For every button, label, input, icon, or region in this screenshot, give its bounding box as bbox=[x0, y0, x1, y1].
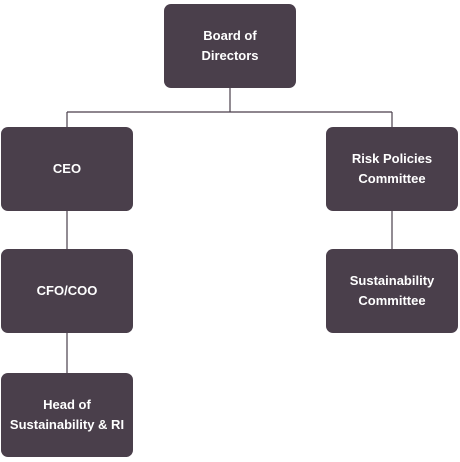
head-of-sustainability-node: Head of Sustainability & RI bbox=[1, 373, 133, 457]
board-of-directors-label: Board of Directors bbox=[201, 28, 259, 63]
head-of-sustainability-label: Head of Sustainability & RI bbox=[9, 397, 125, 432]
risk-policies-committee-node: Risk Policies Committee bbox=[326, 127, 458, 211]
risk-policies-committee-label: Risk Policies Committee bbox=[351, 151, 433, 186]
cfo-coo-label: CFO/COO bbox=[36, 283, 98, 298]
ceo-node: CEO bbox=[1, 127, 133, 211]
sustainability-committee-label: Sustainability Committee bbox=[349, 273, 435, 308]
cfo-coo-node: CFO/COO bbox=[1, 249, 133, 333]
board-of-directors-node: Board of Directors bbox=[164, 4, 296, 88]
sustainability-committee-node: Sustainability Committee bbox=[326, 249, 458, 333]
ceo-label: CEO bbox=[52, 161, 82, 176]
